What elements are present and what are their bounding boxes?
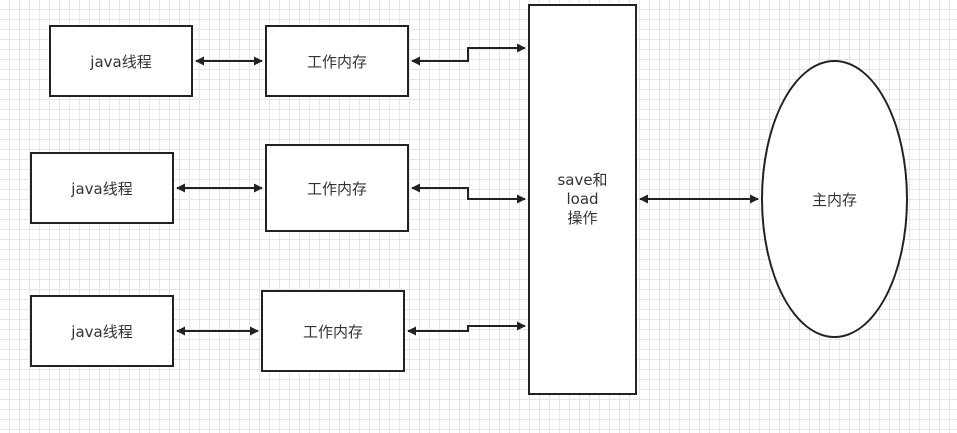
- working-memory-2-label: 工作内存: [306, 179, 367, 198]
- java-thread-3[interactable]: java线程: [30, 295, 174, 367]
- save-load-line2: load: [566, 190, 599, 208]
- save-load-line3: 操作: [567, 209, 598, 227]
- save-load-line1: save和: [557, 171, 608, 189]
- arrow-memory1-bus: [411, 43, 526, 66]
- main-memory[interactable]: 主内存: [761, 60, 908, 338]
- main-memory-label: 主内存: [811, 190, 857, 209]
- arrow-memory2-bus: [411, 183, 526, 204]
- arrow-memory3-bus: [407, 321, 526, 336]
- java-thread-2-label: java线程: [71, 179, 133, 198]
- java-thread-3-label: java线程: [71, 322, 133, 341]
- java-thread-2[interactable]: java线程: [30, 152, 174, 224]
- working-memory-3-label: 工作内存: [302, 322, 363, 341]
- working-memory-3[interactable]: 工作内存: [261, 290, 405, 372]
- working-memory-1-label: 工作内存: [306, 52, 367, 71]
- save-load-operation[interactable]: save和 load 操作: [528, 4, 637, 395]
- java-thread-1[interactable]: java线程: [49, 25, 193, 97]
- working-memory-1[interactable]: 工作内存: [265, 25, 409, 97]
- java-thread-1-label: java线程: [90, 52, 152, 71]
- working-memory-2[interactable]: 工作内存: [265, 144, 409, 232]
